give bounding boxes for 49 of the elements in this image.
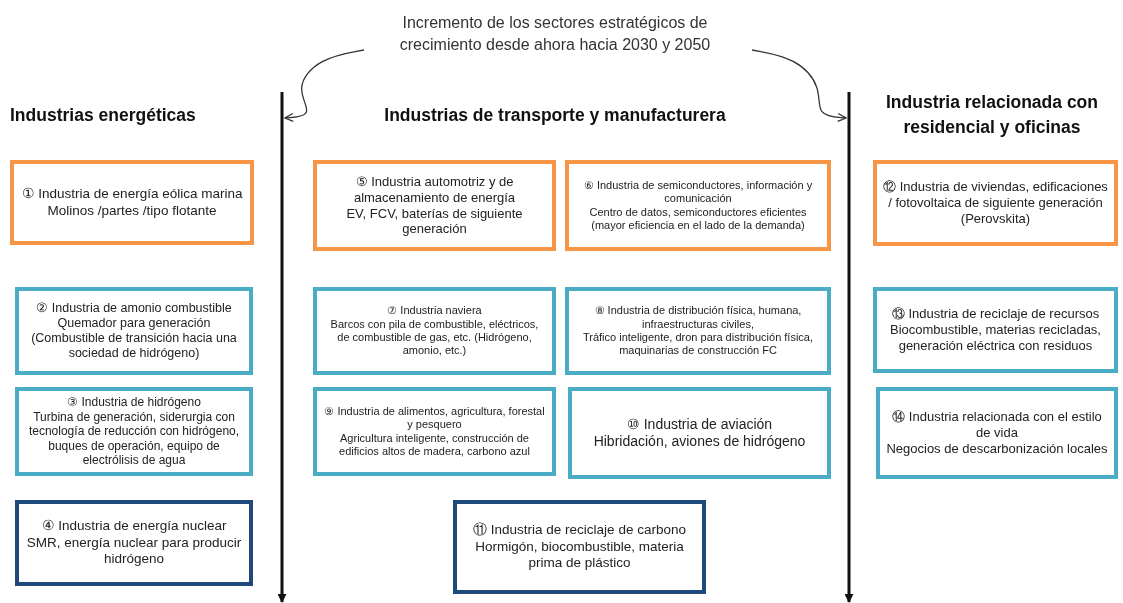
vertical-arrow <box>277 92 287 603</box>
industry-box <box>15 287 253 375</box>
box-heading: ⑧ Industria de distribución física, humana, infraestructuras civiles, <box>593 304 803 331</box>
box-text: EV, FCV, baterías de siguiente generación <box>345 205 524 238</box>
title-text: Incremento de los sectores estratégicos de crecimiento desde ahora hacia 2030 y 2050 <box>360 12 750 60</box>
box-heading: ⑨ Industria de alimentos, agricultura, forestal y pesquero <box>323 404 546 432</box>
box-text: Centro de datos, semiconductores eficientes (mayor eficiencia en el lado de la demanda) <box>588 205 808 233</box>
box-text: Barcos con pila de combustible, eléctricos, de combustible de gas, etc. (Hidrógeno, amonio, etc.) <box>329 317 540 358</box>
box-heading: ⑩ Industria de aviación <box>626 415 773 433</box>
curved-arrow <box>751 49 847 123</box>
box-text: Molinos /partes /tipo flotante <box>47 202 217 219</box>
box-heading: ⑤ Industria automotriz y de almacenamiento de energía <box>352 173 517 206</box>
industry-box <box>15 387 253 476</box>
box-text: Hibridación, aviones de hidrógeno <box>593 433 806 451</box>
box-heading: ⑥ Industria de semiconductores, información y comunicación <box>582 178 814 206</box>
box-heading: ⑪ Industria de reciclaje de carbono <box>473 522 686 539</box>
box-heading: ⑭ Industria relacionada con el estilo de vida <box>891 409 1103 441</box>
vertical-arrow <box>844 92 854 603</box>
box-heading: ⑫ Industria de viviendas, edificaciones / fotovoltaica de siguiente generación (Perovskita) <box>883 179 1108 227</box>
box-text: Tráfico inteligente, dron para distribución física, maquinarias de construcción FC <box>581 331 815 358</box>
industry-box <box>10 160 254 245</box>
box-text: Hormigón, biocombustible, materia prima de plástico <box>474 538 685 572</box>
industry-box <box>565 287 831 375</box>
box-heading: ② Industria de amonio combustible <box>36 300 232 316</box>
industry-box <box>873 160 1118 246</box>
industry-box <box>313 160 556 251</box>
box-text: Turbina de generación, siderurgia con tecnología de reducción con hidrógeno, buques de operación, equipo de electrólisis de agua <box>27 409 241 469</box>
box-text: Quemador para generación (Combustible de transición hacia una sociedad de hidrógeno) <box>30 315 238 362</box>
industry-box <box>876 387 1118 479</box>
box-text: Negocios de descarbonización locales <box>886 440 1108 457</box>
box-text: Biocombustible, materias recicladas, generación eléctrica con residuos <box>889 322 1102 354</box>
industry-box <box>873 287 1118 373</box>
column-heading: Industria relacionada con residencial y oficinas <box>885 91 1099 140</box>
box-text: Agricultura inteligente, construcción de edificios altos de madera, carbono azul <box>338 431 531 459</box>
industry-box <box>568 387 831 479</box>
box-heading: ⑦ Industria naviera <box>387 304 482 318</box>
column-heading: Industrias energéticas <box>10 104 197 127</box>
column-heading: Industrias de transporte y manufacturera <box>383 104 727 127</box>
box-heading: ③ Industria de hidrógeno <box>67 394 201 410</box>
industry-box <box>565 160 831 251</box>
box-heading: ④ Industria de energía nuclear <box>41 518 227 535</box>
industry-box <box>453 500 706 594</box>
industry-box <box>15 500 253 586</box>
curved-arrow <box>284 49 365 123</box>
box-text: SMR, energía nuclear para producir hidrógeno <box>25 534 243 568</box>
industry-box <box>313 287 556 375</box>
industry-box <box>313 387 556 476</box>
box-heading: ① Industria de energía eólica marina <box>21 186 243 203</box>
box-heading: ⑬ Industria de reciclaje de recursos <box>891 306 1100 323</box>
